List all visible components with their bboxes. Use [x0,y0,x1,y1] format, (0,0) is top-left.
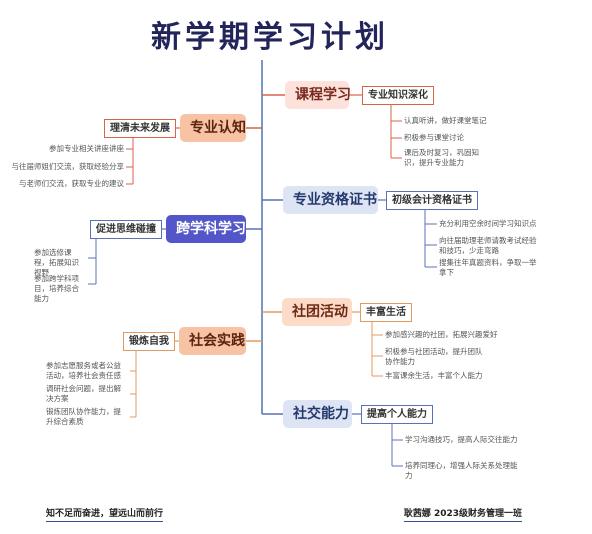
sub-course: 专业知识深化 [362,86,434,105]
leaf-social-1: 学习沟通技巧，提高人际交往能力 [405,435,518,444]
leaf-club-3: 丰富课余生活，丰富个人能力 [385,371,483,380]
footer-motto: 知不足而奋进，望远山而前行 [46,506,164,522]
branch-cert: 专业资格证书 [283,186,378,214]
leaf-course-1: 认真听讲，做好课堂笔记 [404,116,487,125]
leaf-cognition-1: 参加专业相关讲座讲座 [49,144,124,153]
leaf-social-2: 培养同理心，增强人际关系处理能力 [405,461,518,480]
branch-club: 社团活动 [282,298,352,326]
sub-club: 丰富生活 [360,303,412,322]
branch-course: 课程学习 [285,81,351,109]
branch-cross: 跨学科学习 [166,215,246,243]
leaf-cross-2: 参加跨学科项目，培养综合能力 [34,274,79,303]
branch-social: 社交能力 [283,400,352,428]
sub-cognition: 理清未来发展 [104,119,176,138]
branch-practice: 社会实践 [179,327,246,355]
leaf-club-2: 积极参与社团活动，提升团队协作能力 [385,347,483,366]
leaf-practice-1: 参加志愿服务或者公益活动，培养社会责任感 [46,361,121,380]
branch-cognition: 专业认知 [180,114,246,142]
leaf-cert-1: 充分利用空余时间学习知识点 [439,219,537,228]
leaf-course-3: 课后及时复习，巩固知识，提升专业能力 [404,148,479,167]
leaf-cross-1: 参加选修课程，拓展知识视野 [34,248,79,277]
leaf-cert-2: 向往届助理老师请教考试经验和技巧，少走弯路 [439,236,537,255]
leaf-course-2: 积极参与课堂讨论 [404,133,464,142]
sub-social: 提高个人能力 [361,405,433,424]
sub-cross: 促进思维碰撞 [90,220,162,239]
leaf-practice-3: 锻炼团队协作能力，提升综合素质 [46,407,121,426]
leaf-club-1: 参加感兴趣的社团，拓展兴趣爱好 [385,330,498,339]
leaf-cognition-3: 与老师们交流，获取专业的建议 [19,179,124,188]
page-title: 新学期学习计划 [151,20,389,55]
sub-practice: 锻炼自我 [123,332,175,351]
leaf-cognition-2: 与往届师姐们交流，获取经验分享 [11,162,125,171]
sub-cert: 初级会计资格证书 [386,191,478,210]
leaf-practice-2: 调研社会问题，提出解决方案 [46,384,121,403]
leaf-cert-3: 搜集往年真题资料，争取一举拿下 [439,258,537,277]
footer-author: 耿茜娜 2023级财务管理一班 [403,506,522,522]
